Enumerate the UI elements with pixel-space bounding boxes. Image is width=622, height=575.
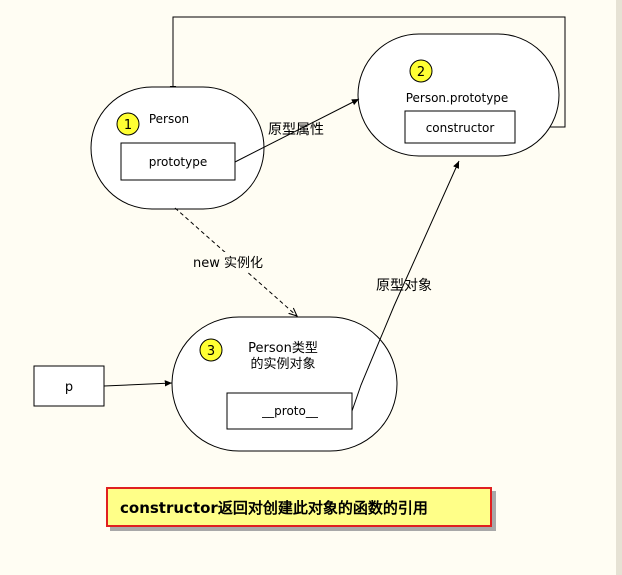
badge-2-circle [409,59,433,83]
badge-1-label: 1 [124,118,132,133]
badge-2-label: 2 [417,65,425,80]
instance-title-line1: Person类型 [248,341,318,356]
constructor-note: constructor返回对创建此对象的函数的引用 [106,487,492,527]
frame-edge [616,0,622,575]
instance-node: 3 Person类型 的实例对象 __proto__ [171,316,398,452]
prototype-property-label: 原型属性 [268,122,324,138]
proto-field-box [226,392,353,430]
variable-p-node: p [33,365,105,407]
instantiation-arrow [174,207,297,316]
prototype-property-arrow [234,98,360,163]
prototype-node-title: Person.prototype [406,91,509,105]
instance-node-shape [171,316,398,452]
proto-field-label: __proto__ [261,404,319,418]
instance-title-line2: 的实例对象 [250,356,315,372]
person-title: Person [149,112,189,126]
prototype-field-label: prototype [149,155,207,169]
constructor-field-box [404,110,516,144]
prototype-object-label: 原型对象 [376,278,432,294]
instantiation-label-bg [188,252,268,272]
constructor-note-text: constructor返回对创建此对象的函数的引用 [120,498,428,517]
person-node: 1 Person prototype [90,86,265,210]
prototype-node: 2 Person.prototype constructor [357,33,560,157]
constructor-field-label: constructor [426,121,495,135]
instantiation-label: new 实例化 [193,256,263,271]
p-to-instance-arrow [103,380,173,387]
badge-1-circle [116,112,140,136]
variable-p-box [33,365,105,407]
prototype-object-arrow [351,160,460,412]
badge-3-label: 3 [207,344,215,359]
variable-p-label: p [65,380,73,395]
badge-3-circle [199,338,223,362]
